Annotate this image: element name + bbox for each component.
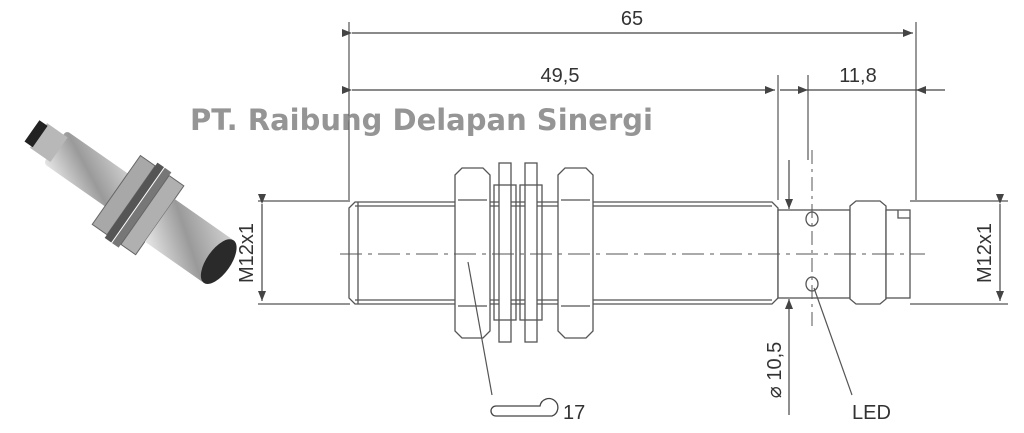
hex-nut: [454, 167, 491, 339]
wrench-icon: [490, 397, 559, 417]
company-watermark: PT. Raibung Delapan Sinergi: [190, 103, 653, 137]
led-label: LED: [852, 402, 891, 424]
sensor-side-view: [348, 162, 911, 343]
thread-right-label: M12x1: [974, 223, 996, 283]
wrench-size-label: 17: [563, 402, 585, 424]
dimension-11-8-label: 11,8: [839, 65, 876, 87]
led-leader-line: [813, 287, 853, 396]
dimension-65-label: 65: [621, 8, 643, 30]
diameter-label: ⌀ 10,5: [764, 342, 786, 399]
dimension-49-5-label: 49,5: [541, 65, 580, 87]
washer: [524, 162, 538, 343]
hex-nut: [557, 167, 594, 339]
washer: [498, 162, 512, 343]
sensor-product-photo: [24, 120, 237, 285]
wrench-leader-line: [467, 261, 493, 396]
thread-left-label: M12x1: [236, 223, 258, 283]
